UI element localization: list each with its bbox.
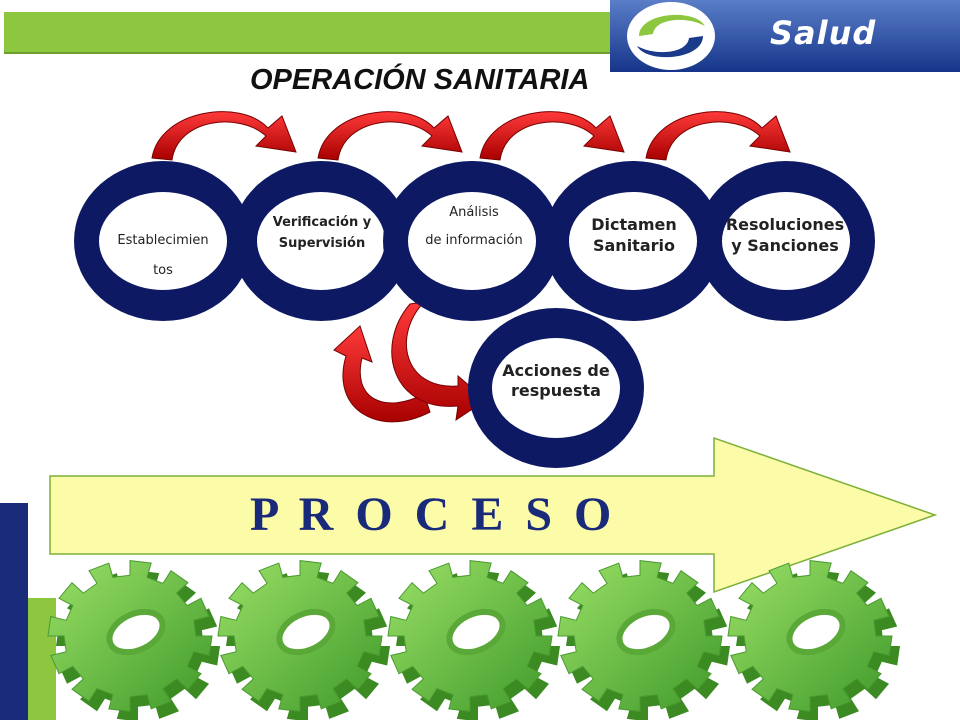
step-label-2: Verificación y Supervisión [256,212,388,254]
step-ring-3 [383,161,561,321]
flow-arrow-2-icon [317,111,463,161]
gear-hole [786,608,846,656]
step-ring-4 [544,161,722,321]
brand-swirl-icon [627,2,715,70]
response-label: Acciones de respuesta [488,361,624,401]
step-label-1: Establecimien tos [98,226,228,286]
feedback-arrow-up-icon [333,325,431,423]
gear-hole [276,608,336,656]
step-label-3-line2: de información [425,233,523,248]
step-label-5-line2: y Sanciones [731,236,839,255]
flow-arrow-1-icon [151,111,297,161]
feedback-arrow-down-icon [391,301,487,422]
page-title-text: OPERACIÓN SANITARIA [250,64,590,96]
process-arrow [49,436,938,594]
step-label-1-line2: tos [153,263,173,278]
step-label-1-line1: Establecimien [117,233,209,248]
gear-hole [106,608,166,656]
step-label-4-line1: Dictamen [591,215,677,234]
flow-arrow-4-icon [645,111,791,161]
step-label-3: Análisis de información [402,199,546,255]
brand-name: Salud [770,14,877,52]
step-label-4: Dictamen Sanitario [570,214,698,256]
top-banner [4,12,644,54]
step-label-2-line2: Supervisión [278,236,366,251]
step-ring-5 [697,161,875,321]
step-label-5: Resoluciones y Sanciones [712,214,858,256]
step-label-2-line1: Verificación y [272,215,372,230]
gears-row [47,560,900,720]
step-label-5-line1: Resoluciones [725,215,845,234]
flow-arrow-3-icon [479,111,625,161]
step-ring-1 [74,161,252,321]
response-ring [468,308,644,468]
step-label-4-line2: Sanitario [592,236,675,255]
step-ring-2 [232,161,410,321]
gear-hole [616,608,676,656]
step-label-3-line1: Análisis [449,205,499,220]
side-accent-blue [0,503,28,720]
process-label: P R O C E S O [250,488,614,541]
response-label-line1: Acciones de [502,361,610,380]
response-label-line2: respuesta [511,381,601,400]
gear-hole [446,608,506,656]
